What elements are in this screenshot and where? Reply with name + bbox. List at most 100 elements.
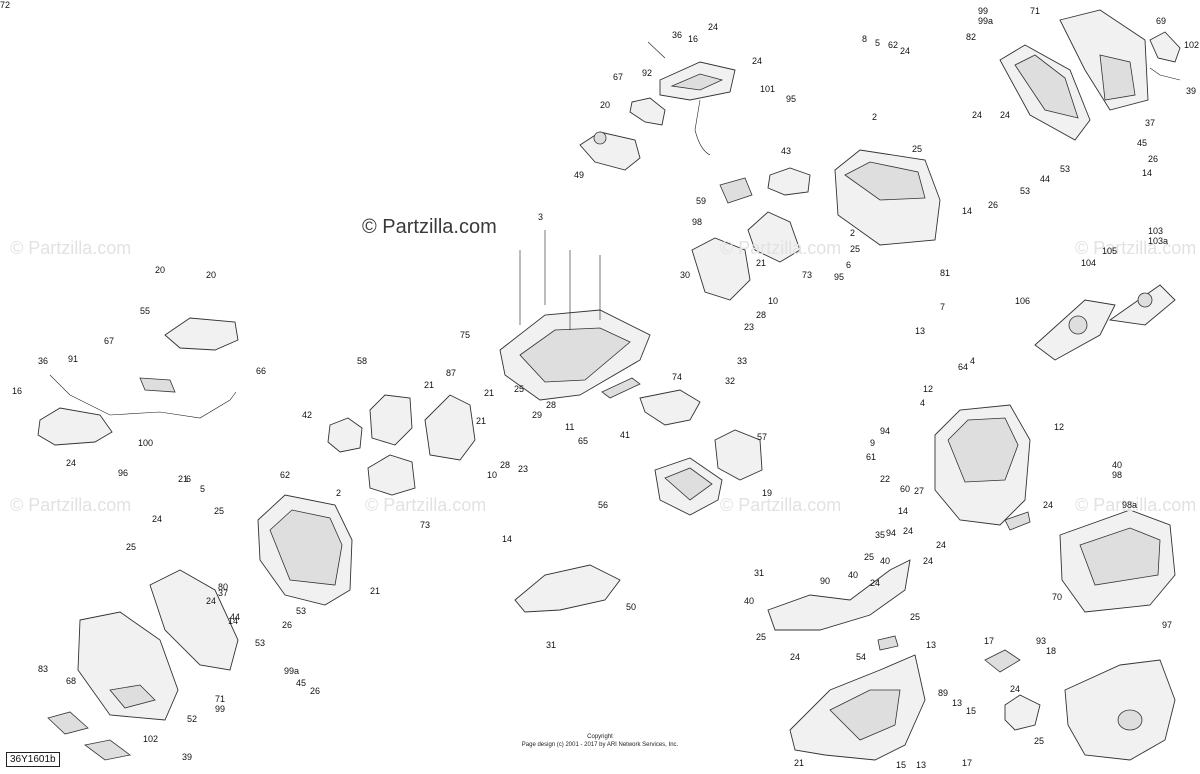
part-callout: 24 [972,110,983,120]
part-callout: 89 [938,688,949,698]
part-callout: 5 [200,484,206,494]
part-callout: 99 [215,704,226,714]
part-callout: 90 [820,576,831,586]
part-group-box-80 [257,494,353,606]
part-callout: 25 [912,144,923,154]
part-callout: 21 [370,586,381,596]
part-callout: 41 [620,430,631,440]
part-group-panel-104 [1034,284,1176,361]
part-callout: 4 [970,356,976,366]
part-group-bracket-67 [629,97,666,126]
part-callout: 26 [988,200,999,210]
part-callout: 67 [613,72,624,82]
part-callout: 53 [1020,186,1031,196]
part-group-98 [691,237,751,301]
part-callout: 24 [1010,684,1021,694]
part-group-58 [369,394,413,446]
part-callout: 39 [182,752,193,762]
part-callout: 74 [672,372,683,382]
part-callout: 25 [850,244,861,254]
part-callout: 49 [574,170,585,180]
part-callout: 57 [757,432,768,442]
part-callout: 29 [532,410,543,420]
part-callout: 12 [1054,422,1065,432]
part-callout: 37 [218,588,229,598]
part-callout: 73 [420,520,431,530]
part-callout: 24 [66,458,77,468]
part-callout: 25 [756,632,767,642]
part-callout: 25 [514,384,525,394]
watermark: © Partzilla.com [365,495,487,515]
part-callout: 45 [1137,138,1148,148]
part-callout: 21 [484,388,495,398]
part-callout: 14 [1142,168,1153,178]
part-group-57 [714,429,763,481]
part-callout: 28 [756,310,767,320]
part-callout: 68 [66,676,77,686]
part-callout: 24 [870,578,881,588]
part-callout: 69 [1156,16,1167,26]
part-callout: 33 [737,356,748,366]
part-callout: 40 [848,570,859,580]
part-group-bracket-49 [579,131,641,171]
part-callout: 98 [692,217,703,227]
part-callout: 24 [708,22,719,32]
part-callout: 67 [104,336,115,346]
part-callout: 73 [802,270,813,280]
part-callout: 40 [880,556,891,566]
part-callout: 6 [846,260,852,270]
part-callout: 62 [888,40,899,50]
part-callout: 21 [476,416,487,426]
part-callout: 106 [1015,296,1031,306]
part-group-56 [654,457,723,516]
watermark: © Partzilla.com [1075,495,1197,515]
part-callout: 65 [578,436,589,446]
part-callout: 53 [1060,164,1071,174]
part-callout: 24 [936,540,947,550]
part-callout: 104 [1081,258,1097,268]
part-callout: 24 [923,556,934,566]
part-callout: 13 [916,760,927,770]
part-callout: 71 [1030,6,1041,16]
part-callout: 14 [898,506,909,516]
part-group-72 [1064,659,1176,761]
part-group-67-left [139,377,176,393]
part-callout: 21 [424,380,435,390]
part-group-54 [877,635,899,651]
part-callout: 20 [155,265,166,275]
part-callout: 25 [126,542,137,552]
part-callout: 83 [38,664,49,674]
part-group-55 [164,317,239,351]
part-callout: 31 [546,640,557,650]
part-callout: 44 [1040,174,1051,184]
part-callout: 28 [500,460,511,470]
part-callout: 16 [12,386,23,396]
part-callout: 5 [875,38,881,48]
part-callout: 52 [187,714,198,724]
part-callout: 56 [598,500,609,510]
part-group-upper-cover [647,41,736,156]
part-callout: 21 [756,258,767,268]
part-callout: 97 [1162,620,1173,630]
part-callout: 17 [984,636,995,646]
part-callout: 6 [186,474,192,484]
part-callout: 94 [886,528,897,538]
part-group-69 [1149,31,1181,81]
part-group-box-94 [934,404,1031,526]
part-callout: 24 [206,596,217,606]
part-callout: 95 [786,94,797,104]
part-group-87 [424,394,476,461]
part-callout: 10 [768,296,779,306]
part-callout: 44 [230,612,241,622]
part-group-68 [47,711,131,761]
part-callout: 32 [725,376,736,386]
part-callout: 23 [518,464,529,474]
part-callout: 50 [626,602,637,612]
part-callout: 103 [1148,226,1164,236]
copyright-line1: Copyright [587,734,613,740]
part-callout: 55 [140,306,151,316]
part-callout: 2 [850,228,856,238]
part-callout: 58 [357,356,368,366]
part-callout: 59 [696,196,707,206]
